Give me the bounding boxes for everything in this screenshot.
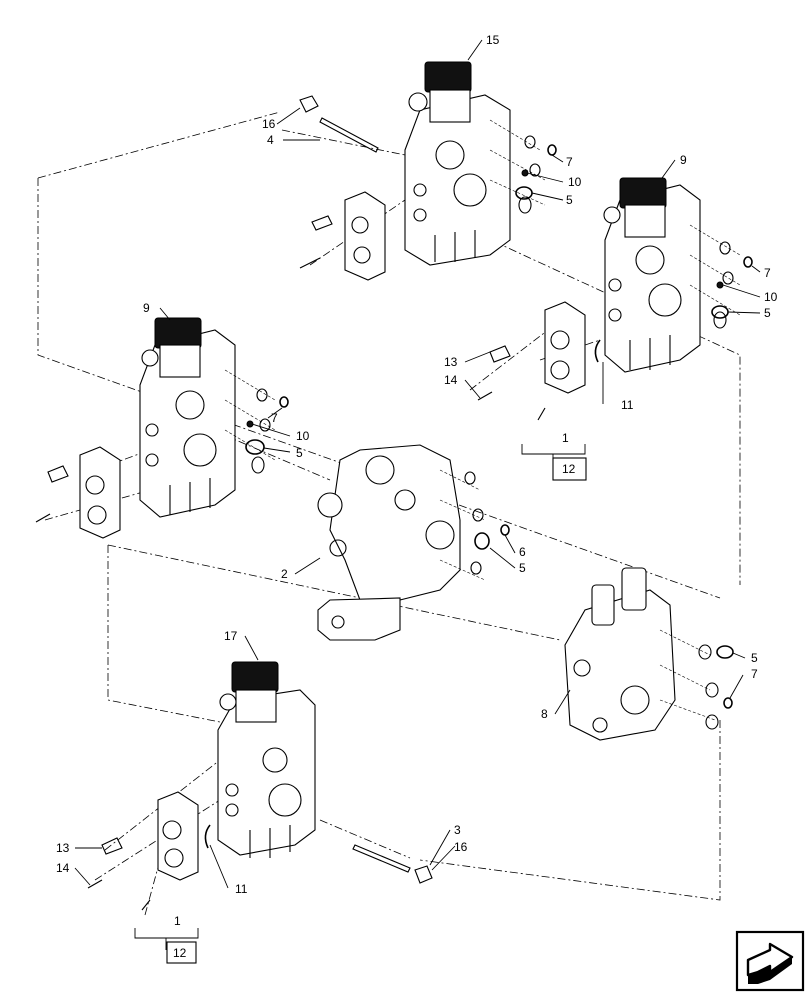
callout-9: 9 [143,301,150,315]
callout-11: 11 [621,398,634,412]
callout-3: 3 [454,823,461,837]
callout-2: 2 [281,567,288,581]
nut-16 [299,95,319,113]
valve-section-17 [217,661,316,858]
callout-14: 14 [444,373,458,387]
inlet-body-2 [317,444,486,641]
callout-6: 6 [519,545,526,559]
tie-rod-4 [299,95,379,153]
next-page-arrow-icon[interactable] [735,930,805,992]
callout-1: 1 [174,914,181,928]
callout-13: 13 [56,841,70,855]
assembly-lines [37,111,741,916]
leader-lines [74,39,761,889]
o-ring-7 [547,144,557,156]
callout-labels: 15 16 4 7 10 5 9 7 10 5 13 14 11 1 12 9 … [56,33,778,960]
callout-7: 7 [751,667,758,681]
callout-10: 10 [568,175,582,189]
outlet-section-8 [564,567,719,741]
callout-14: 14 [56,861,70,875]
o-ring-6 [500,524,510,536]
callout-17: 17 [224,629,238,643]
callout-1: 1 [562,431,569,445]
callout-16: 16 [454,840,468,854]
callout-4: 4 [267,133,274,147]
callout-5: 5 [566,193,573,207]
callout-15: 15 [486,33,500,47]
end-cover-right [477,301,601,421]
callout-13: 13 [444,355,458,369]
o-ring-5-mid [474,532,490,550]
valve-section-15 [404,61,546,266]
callout-10: 10 [764,290,778,304]
callout-16: 16 [262,117,276,131]
end-cover-bottom [87,791,211,911]
callout-9: 9 [680,153,687,167]
callout-5: 5 [764,306,771,320]
callout-12: 12 [562,462,576,476]
end-cover-top [299,191,386,281]
callout-7: 7 [764,266,771,280]
solenoid-coil [424,61,472,93]
callout-10: 10 [296,429,310,443]
callout-7: 7 [271,411,278,425]
bracket-group-right [521,444,587,481]
callout-8: 8 [541,707,548,721]
callout-5: 5 [296,446,303,460]
bracket-group-bottom [134,928,199,964]
end-cover-left [35,446,121,539]
callout-12: 12 [173,946,187,960]
callout-11: 11 [235,882,248,896]
callout-5: 5 [751,651,758,665]
valve-section-9-left [139,317,276,518]
callout-7: 7 [566,155,573,169]
callout-5: 5 [519,561,526,575]
tie-rod-3 [352,844,433,884]
valve-section-9-right [603,177,741,373]
